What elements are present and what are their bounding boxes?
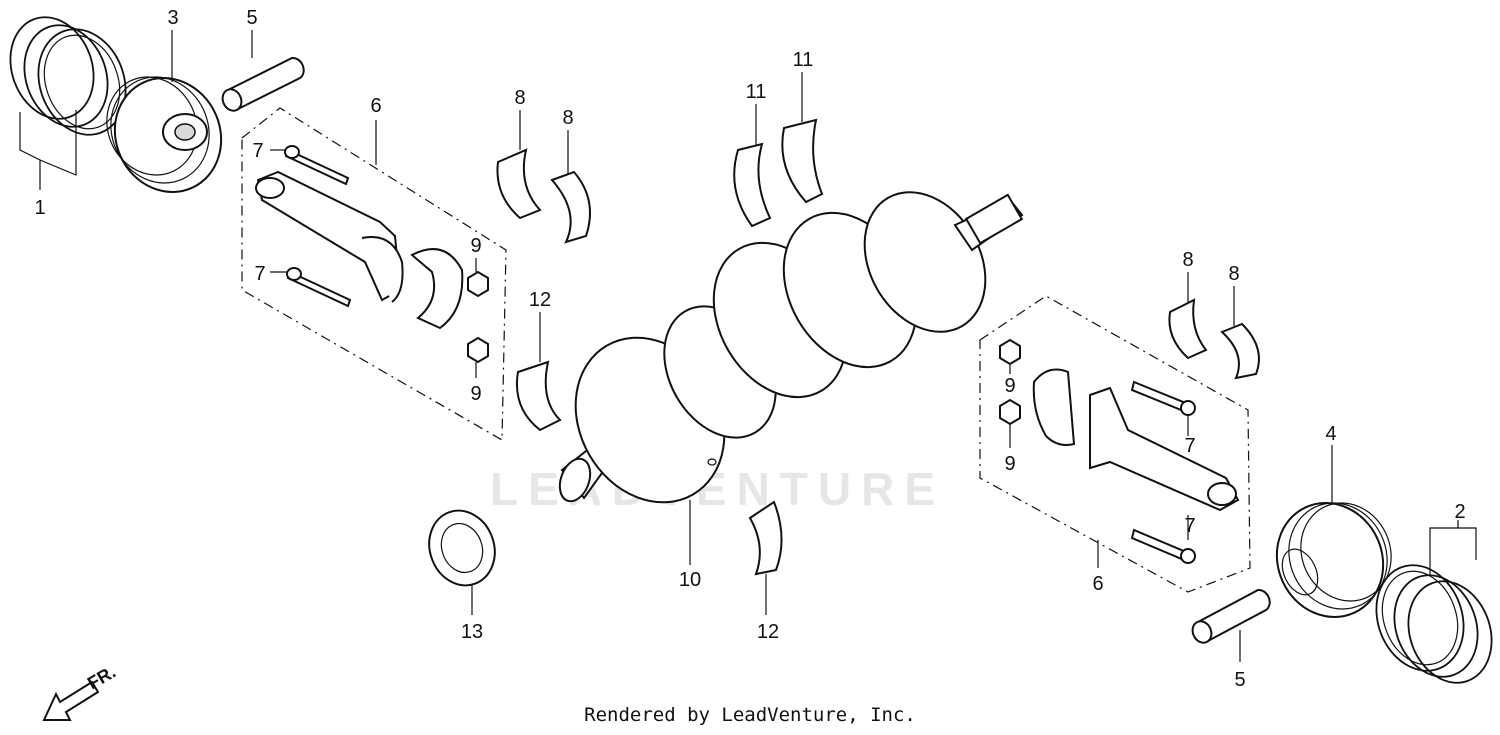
callout-8-d: 8 (1228, 263, 1239, 285)
crankshaft (558, 191, 1024, 504)
callout-2: 2 (1454, 501, 1465, 523)
piston-left (106, 76, 223, 193)
nuts-right (999, 338, 1021, 426)
callout-7-b: 7 (254, 263, 265, 285)
arrow-icon (42, 680, 100, 721)
callout-13: 13 (461, 621, 483, 643)
callout-9-a: 9 (470, 235, 481, 257)
callout-4: 4 (1325, 423, 1336, 445)
callout-5-right: 5 (1234, 669, 1245, 691)
callout-6-right: 6 (1092, 573, 1103, 595)
callout-11-a: 11 (746, 81, 767, 103)
bearing-12-bottom (748, 500, 783, 576)
callout-7-d: 7 (1184, 515, 1195, 537)
footer-credit: Rendered by LeadVenture, Inc. (584, 704, 916, 726)
callout-12-b: 12 (757, 621, 779, 643)
callout-7-c: 7 (1184, 435, 1195, 457)
callout-7-a: 7 (252, 140, 263, 162)
conrod-group-left-frame (241, 107, 507, 442)
piston-rings-right (1375, 564, 1493, 684)
leader-lines (19, 30, 1477, 662)
callout-8-a: 8 (514, 87, 525, 109)
callout-3: 3 (167, 7, 178, 29)
callout-12-a: 12 (529, 289, 551, 311)
nuts-left (467, 270, 489, 364)
bearings-8-upper-left (496, 148, 591, 244)
callout-numbers: 1 2 3 4 5 5 6 6 7 7 7 7 8 8 8 8 9 9 9 9 … (34, 7, 1465, 691)
piston-rings-left (9, 16, 127, 136)
conrod-bolts-right (1130, 380, 1196, 564)
callout-11-b: 11 (793, 49, 814, 71)
callout-8-c: 8 (1182, 249, 1193, 271)
thrust-washers-11 (733, 118, 824, 228)
callout-9-b: 9 (470, 383, 481, 405)
oil-seal-13 (428, 509, 496, 587)
bearing-12-left (516, 360, 562, 432)
callout-6-left: 6 (370, 95, 381, 117)
piston-right (1275, 502, 1392, 618)
callout-8-b: 8 (562, 107, 573, 129)
conrod-left (255, 170, 464, 330)
watermark: LEADVENTURE (490, 463, 945, 515)
callout-1: 1 (34, 197, 45, 219)
wrist-pin-right (1191, 588, 1271, 644)
callout-10: 10 (679, 569, 701, 591)
callout-9-d: 9 (1004, 453, 1015, 475)
conrod-group-right-frame (979, 295, 1251, 593)
bearings-8-right (1168, 298, 1260, 380)
wrist-pin-left (221, 56, 305, 112)
conrod-bolts-left (284, 145, 352, 308)
callout-9-c: 9 (1004, 375, 1015, 397)
callout-5-left: 5 (246, 7, 257, 29)
conrod-right (1032, 368, 1240, 512)
